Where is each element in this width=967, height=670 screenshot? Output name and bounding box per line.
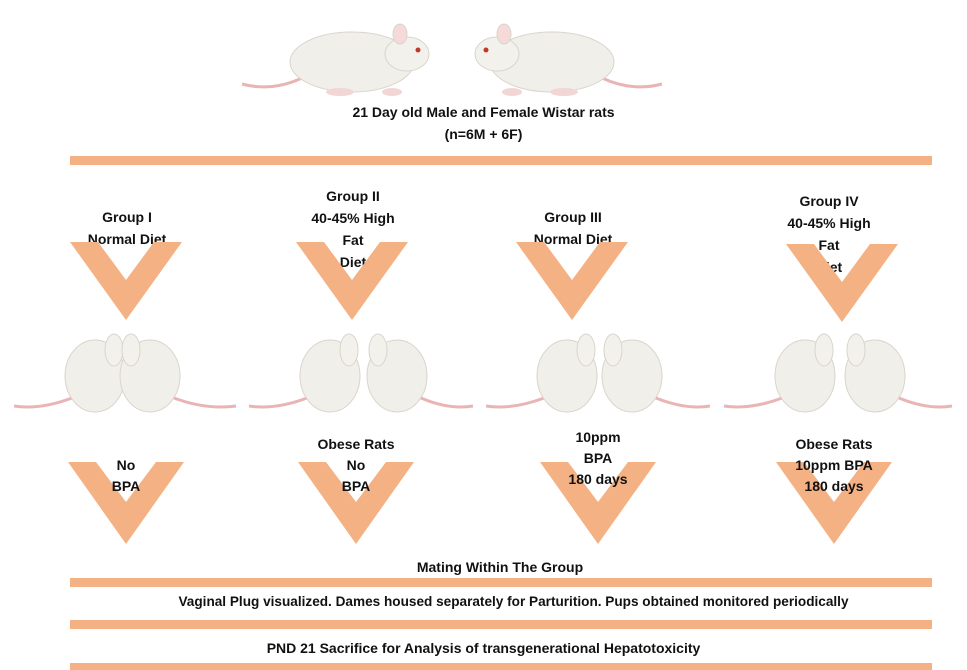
group-2-label-line: 40-45% High bbox=[283, 207, 423, 229]
group-4-rat-pair-image bbox=[720, 328, 955, 420]
mating-step: Mating Within The Group bbox=[0, 557, 967, 577]
group-3-diet-arrow bbox=[516, 242, 628, 322]
group-1-rat-pair-image bbox=[10, 328, 240, 420]
group-4-treatment-line: Obese Rats bbox=[764, 434, 904, 455]
sacrifice-step: PND 21 Sacrifice for Analysis of transge… bbox=[0, 638, 967, 658]
group-2-rat-pair-image bbox=[245, 328, 475, 420]
group-1-treatment-line: BPA bbox=[56, 476, 196, 497]
group-1-treatment-line: No bbox=[56, 455, 196, 476]
group-2-label-line: Group II bbox=[283, 185, 423, 207]
housing-divider bbox=[70, 620, 932, 629]
bottom-divider bbox=[70, 663, 932, 670]
group-3-treatment-line: 10ppm bbox=[528, 427, 668, 448]
group-2-treatment-line: No bbox=[286, 455, 426, 476]
group-2-treatment-line: Obese Rats bbox=[286, 434, 426, 455]
group-2-treatment-label: Obese Rats No BPA bbox=[286, 434, 426, 497]
group-1-label-line: Group I bbox=[57, 206, 197, 228]
group-2-diet-arrow bbox=[296, 242, 408, 322]
group-1-treatment-label: No BPA bbox=[56, 455, 196, 497]
top-rat-right-image bbox=[472, 12, 672, 97]
group-3-label-line: Group III bbox=[503, 206, 643, 228]
group-4-treatment-line: 180 days bbox=[764, 476, 904, 497]
group-2-treatment-line: BPA bbox=[286, 476, 426, 497]
group-4-diet-arrow bbox=[786, 244, 898, 324]
top-divider bbox=[70, 156, 932, 165]
group-1-diet-arrow bbox=[70, 242, 182, 322]
group-4-treatment-label: Obese Rats 10ppm BPA 180 days bbox=[764, 434, 904, 497]
group-3-treatment-line: 180 days bbox=[528, 469, 668, 490]
top-rat-left-image bbox=[232, 12, 432, 97]
mating-divider bbox=[70, 578, 932, 587]
group-3-rat-pair-image bbox=[482, 328, 712, 420]
header-subtitle: (n=6M + 6F) bbox=[0, 124, 967, 144]
group-4-treatment-line: 10ppm BPA bbox=[764, 455, 904, 476]
group-4-label-line: Group IV bbox=[759, 190, 899, 212]
header-title: 21 Day old Male and Female Wistar rats bbox=[0, 102, 967, 122]
housing-step: Vaginal Plug visualized. Dames housed se… bbox=[60, 592, 967, 612]
group-3-treatment-line: BPA bbox=[528, 448, 668, 469]
group-4-label-line: 40-45% High bbox=[759, 212, 899, 234]
group-3-treatment-label: 10ppm BPA 180 days bbox=[528, 427, 668, 490]
